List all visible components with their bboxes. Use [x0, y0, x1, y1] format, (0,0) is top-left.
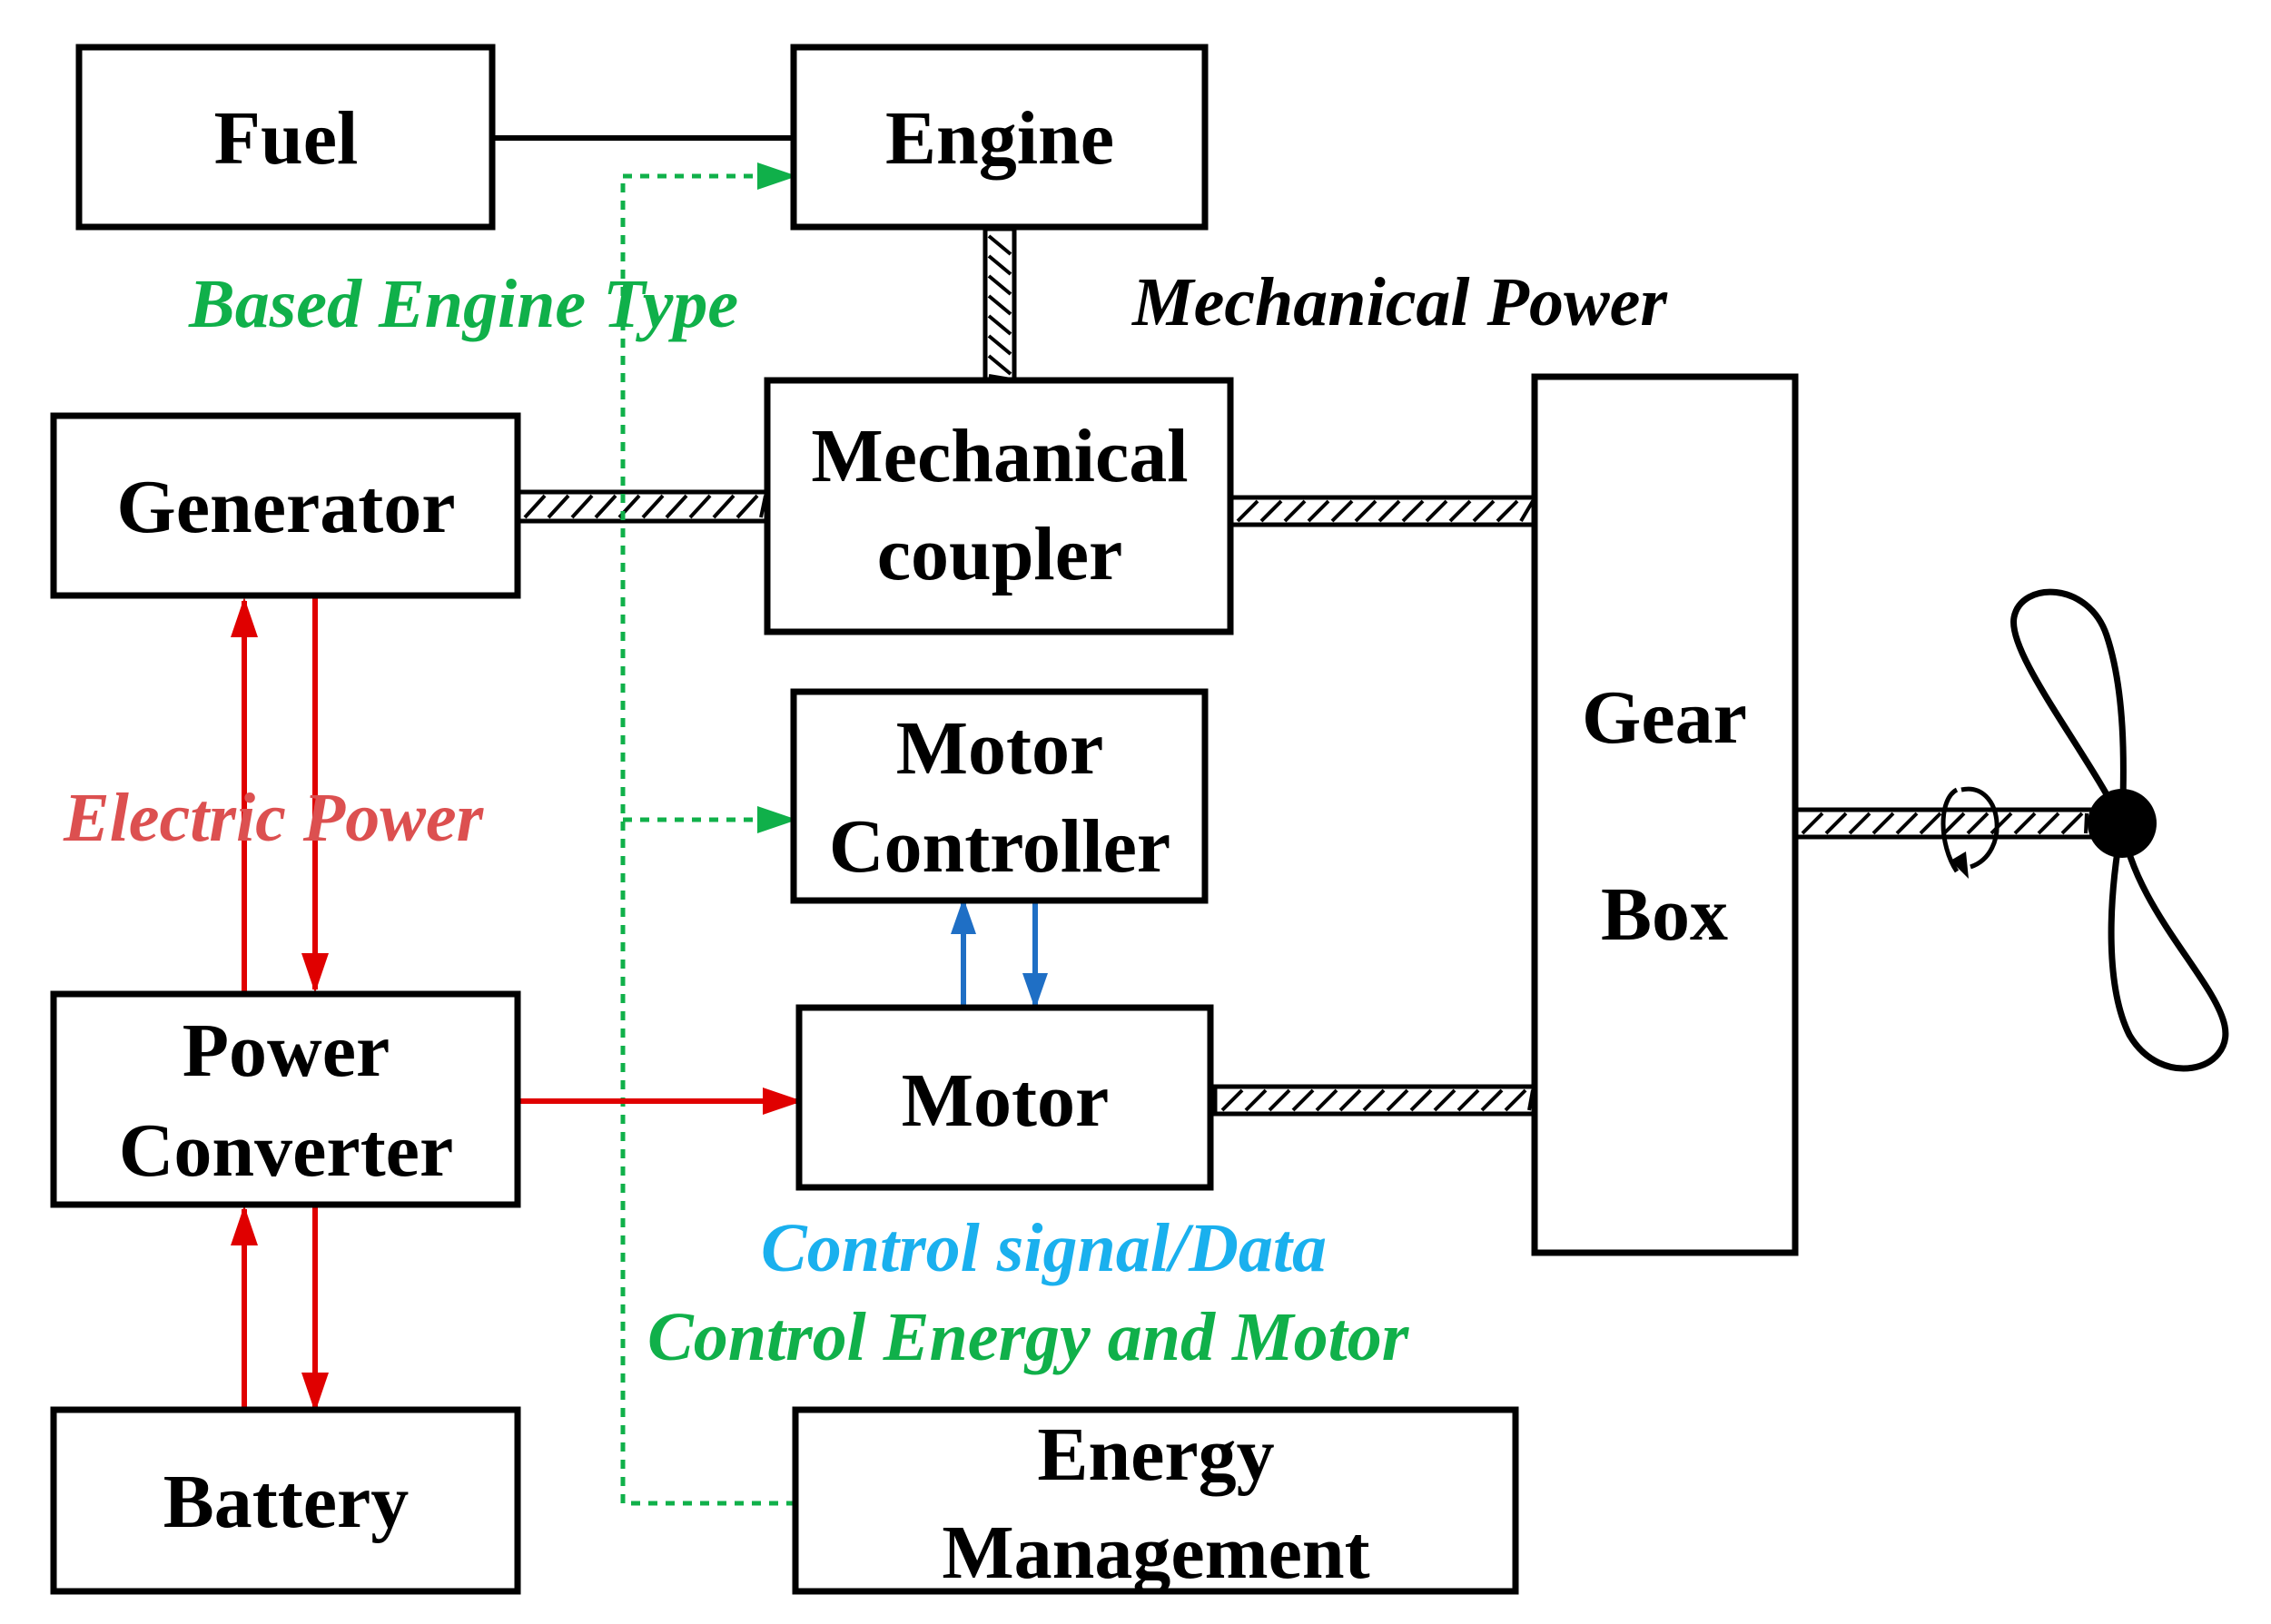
- power-converter-label-line1: Power: [183, 1009, 390, 1093]
- shaft-hatch-line: [1895, 812, 1919, 835]
- shaft-hatch-line: [1848, 812, 1871, 835]
- shaft-hatch-line: [1386, 1088, 1409, 1112]
- fuel-block: Fuel: [75, 44, 496, 231]
- shaft-hatch-line: [2084, 812, 2088, 834]
- shaft-hatch-line: [1259, 499, 1283, 523]
- shaft-hatch-line: [1377, 499, 1401, 523]
- shaft-hatch-line: [1480, 1088, 1504, 1112]
- shaft-hatch-line: [1268, 1088, 1291, 1112]
- shaft-hatch-line: [1291, 1088, 1315, 1112]
- shaft-hatch-line: [987, 234, 1012, 256]
- shaft-hatch-line: [1801, 812, 1824, 835]
- gearbox-label-line2: Box: [1601, 872, 1728, 957]
- shaft-hatch-line: [1519, 499, 1535, 523]
- mechanical-coupler-block: Mechanical coupler: [764, 377, 1234, 635]
- shaft-hatch-line: [1354, 499, 1377, 523]
- based-engine-type-label: Based Engine Type: [188, 266, 738, 342]
- motor-controller-block: Motor Controller: [790, 688, 1209, 904]
- shaft-hatch-line: [1330, 499, 1354, 523]
- battery-label: Battery: [163, 1460, 410, 1544]
- shaft-hatch-line: [570, 494, 594, 519]
- shaft-hatch-line: [2037, 812, 2060, 835]
- shaft-hatch-line: [1824, 812, 1848, 835]
- shaft-hatch-line: [1315, 1088, 1338, 1112]
- mechanical-power-label: Mechanical Power: [1131, 264, 1668, 340]
- shaft-hatch-line: [1919, 812, 1942, 835]
- shaft-hatch-line: [1401, 499, 1425, 523]
- shaft-hatch-line: [987, 294, 1012, 316]
- shaft-hatch-line: [1362, 1088, 1386, 1112]
- shaft-hatch-line: [1472, 499, 1496, 523]
- shaft-hatch-line: [987, 274, 1012, 296]
- shaft-hatch-line: [1220, 1088, 1244, 1112]
- shaft-hatch-line: [1307, 499, 1330, 523]
- battery-block: Battery: [50, 1406, 521, 1595]
- shaft-hatch-line: [1409, 1088, 1433, 1112]
- shaft-hatch-line: [987, 314, 1012, 336]
- shaft-hatch-line: [1496, 499, 1519, 523]
- generator-block: Generator: [50, 412, 521, 599]
- shaft-gearbox-propeller: [1792, 807, 2125, 840]
- shaft-engine-coupler: [982, 226, 1017, 386]
- shaft-motor-gearbox: [1212, 1084, 1537, 1117]
- shaft-hatch-line: [1942, 812, 1966, 835]
- shaft-coupler-gearbox: [1228, 495, 1537, 527]
- motor-label: Motor: [902, 1058, 1110, 1143]
- shaft-hatch-line: [987, 254, 1012, 276]
- energy-management-label-line1: Energy: [1037, 1412, 1274, 1497]
- motor-block: Motor: [795, 1004, 1214, 1191]
- shaft-hatch-line: [987, 354, 1012, 376]
- electric-power-label: Electric Power: [63, 780, 485, 856]
- shaft-hatch-line: [641, 494, 665, 519]
- fuel-label: Fuel: [214, 96, 359, 181]
- shaft-hatch-line: [1425, 499, 1448, 523]
- power-converter-label-line2: Converter: [119, 1108, 453, 1193]
- energy-management-label-line2: Management: [942, 1511, 1369, 1595]
- propeller-icon: [2010, 588, 2229, 1072]
- control-signal-label: Control signal/Data: [761, 1210, 1327, 1286]
- generator-label: Generator: [116, 465, 455, 549]
- shaft-hatch-line: [987, 334, 1012, 356]
- engine-label: Engine: [885, 96, 1114, 181]
- shaft-hatch-line: [1448, 499, 1472, 523]
- power-converter-block: Power Converter: [50, 990, 521, 1208]
- shaft-hatch-line: [1236, 499, 1259, 523]
- gearbox-block: Gear Box: [1531, 373, 1799, 1256]
- shaft-hatch-line: [688, 494, 712, 519]
- shaft-hatch-line: [594, 494, 617, 519]
- shaft-hatch-line: [1283, 499, 1307, 523]
- shaft-generator-coupler: [515, 489, 770, 524]
- engine-block: Engine: [790, 44, 1209, 231]
- energy-management-block: Energy Management: [792, 1406, 1519, 1595]
- shaft-hatch-line: [665, 494, 688, 519]
- shaft-hatch-line: [1456, 1088, 1480, 1112]
- shaft-hatch-line: [2013, 812, 2037, 835]
- motor-controller-label-line1: Motor: [896, 706, 1104, 791]
- coupler-label-line2: coupler: [877, 512, 1123, 596]
- shaft-hatch-line: [712, 494, 736, 519]
- shaft-hatch-line: [1338, 1088, 1362, 1112]
- control-energy-label: Control Energy and Motor: [647, 1299, 1410, 1375]
- coupler-label-line1: Mechanical: [811, 414, 1188, 498]
- motor-controller-label-line2: Controller: [829, 804, 1170, 889]
- shaft-hatch-line: [1504, 1088, 1527, 1112]
- shaft-hatch-line: [736, 494, 759, 519]
- shaft-hatch-line: [547, 494, 570, 519]
- shaft-hatch-line: [523, 494, 547, 519]
- rotation-arrow-icon: [1940, 786, 1999, 879]
- electric-power-arrows: [231, 596, 803, 1412]
- shaft-hatch-line: [1244, 1088, 1268, 1112]
- shaft-hatch-line: [1966, 812, 1990, 835]
- control-signal-arrows: [951, 898, 1048, 1009]
- shaft-hatch-line: [1871, 812, 1895, 835]
- shaft-hatch-line: [1433, 1088, 1456, 1112]
- shaft-hatch-line: [2060, 812, 2084, 835]
- energy-control-lines: [620, 162, 797, 1506]
- gearbox-label-line1: Gear: [1582, 675, 1747, 760]
